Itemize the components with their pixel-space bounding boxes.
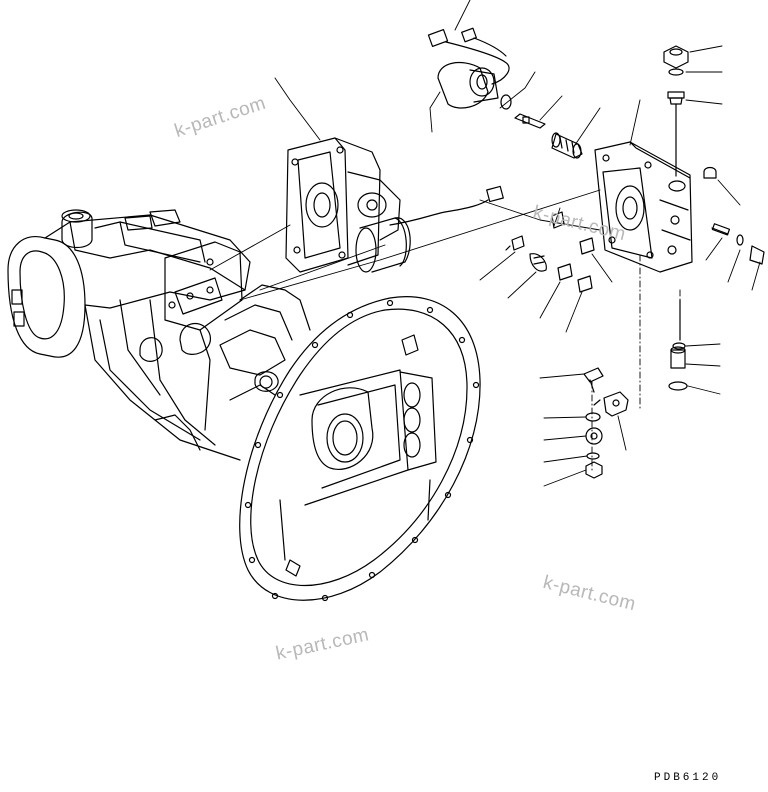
regulator-valve-body	[594, 141, 693, 273]
drawing-code: PDB6120	[654, 772, 722, 784]
leader-lines	[209, 0, 761, 487]
main-pump-assembly	[7, 209, 311, 461]
spool-and-sleeve	[514, 113, 583, 159]
pump-control-valve-assembly	[285, 137, 504, 273]
solenoid-with-harness	[427, 27, 512, 110]
flywheel-housing-flange	[239, 296, 481, 602]
